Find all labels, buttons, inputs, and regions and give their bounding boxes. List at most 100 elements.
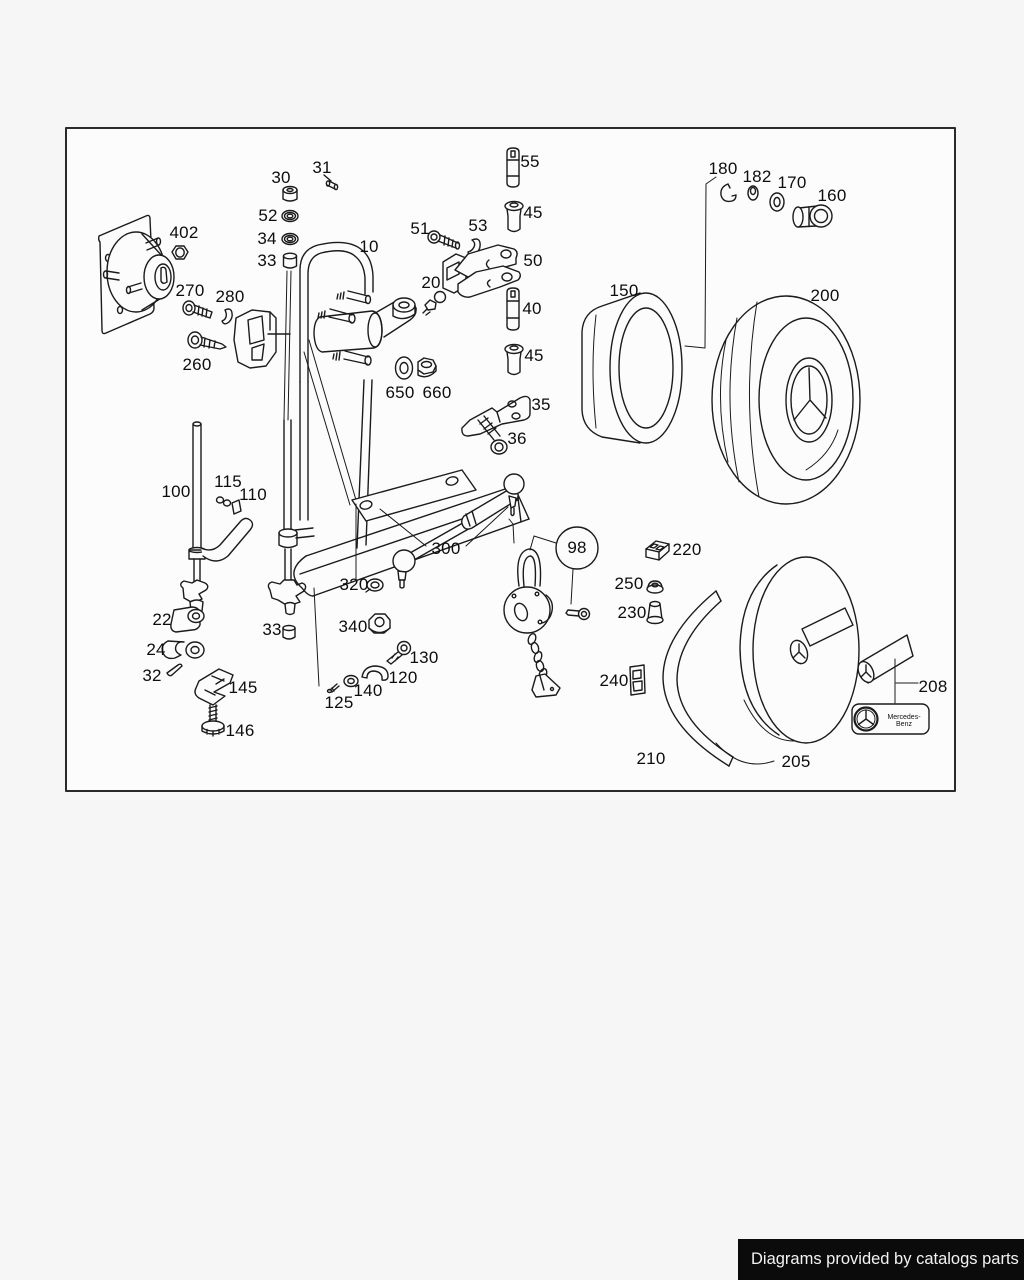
part-label-36: 36 bbox=[507, 429, 527, 448]
part-label-660: 660 bbox=[422, 383, 452, 402]
mercedes-badge bbox=[851, 703, 930, 735]
part-label-402: 402 bbox=[169, 223, 199, 242]
nut-402 bbox=[171, 245, 189, 260]
washer-650 bbox=[394, 356, 414, 380]
mercedes-badge-label: Mercedes-Benz bbox=[887, 714, 921, 728]
part-label-33a: 33 bbox=[257, 251, 277, 270]
grommet-182 bbox=[747, 185, 759, 201]
part-label-300: 300 bbox=[431, 539, 461, 558]
bolt-36 bbox=[477, 415, 508, 455]
part-label-145: 145 bbox=[228, 678, 258, 697]
part-label-240: 240 bbox=[599, 671, 629, 690]
part-label-30: 30 bbox=[271, 168, 291, 187]
thumbscrew-146 bbox=[201, 704, 225, 737]
dome-nut-250 bbox=[646, 580, 664, 594]
bolt-51 bbox=[427, 230, 461, 250]
part-label-182: 182 bbox=[742, 167, 772, 186]
front-ring-210 bbox=[662, 590, 775, 767]
bushing-45-lower bbox=[504, 343, 524, 376]
part-label-270: 270 bbox=[175, 281, 205, 300]
wheel-hub-400 bbox=[97, 214, 175, 335]
pin-31 bbox=[323, 174, 339, 191]
part-label-250: 250 bbox=[614, 574, 644, 593]
lug-bolt-160 bbox=[792, 204, 833, 228]
small-parts-115-110 bbox=[215, 496, 242, 515]
nut-660 bbox=[417, 357, 437, 378]
part-label-32: 32 bbox=[142, 666, 162, 685]
clip-120 bbox=[361, 665, 389, 681]
part-label-170: 170 bbox=[777, 173, 807, 192]
nut-340 bbox=[368, 613, 391, 634]
part-label-22: 22 bbox=[152, 610, 172, 629]
watermark-bar: Diagrams provided by catalogs parts bbox=[738, 1239, 1024, 1280]
support-rod-100 bbox=[180, 421, 254, 614]
sticker-strip-208 bbox=[857, 634, 919, 704]
part-label-98: 98 bbox=[567, 538, 587, 557]
part-label-110: 110 bbox=[239, 485, 267, 504]
bracket-35 bbox=[461, 395, 531, 437]
bushing-stack-30-52-34-33 bbox=[281, 185, 299, 421]
part-label-50: 50 bbox=[523, 251, 543, 270]
part-label-24: 24 bbox=[146, 640, 166, 659]
washer-320 bbox=[365, 578, 384, 593]
part-label-340: 340 bbox=[338, 617, 368, 636]
part-label-45b: 45 bbox=[524, 346, 544, 365]
part-label-150: 150 bbox=[609, 281, 639, 300]
bushing-45-upper bbox=[504, 200, 524, 233]
bolt-20 bbox=[422, 290, 447, 316]
screw-125 bbox=[326, 683, 340, 694]
part-label-115: 115 bbox=[214, 472, 242, 491]
part-label-160: 160 bbox=[817, 186, 847, 205]
watermark-text: Diagrams provided by catalogs parts bbox=[751, 1250, 1019, 1268]
part-label-320: 320 bbox=[339, 575, 369, 594]
grommet-140 bbox=[343, 674, 359, 688]
bracket-holder-260 bbox=[233, 309, 291, 369]
part-label-10: 10 bbox=[359, 237, 379, 256]
part-label-33b: 33 bbox=[262, 620, 282, 639]
circlip-180 bbox=[720, 183, 737, 203]
pin-32 bbox=[166, 663, 183, 677]
bolt-130 bbox=[386, 640, 412, 665]
screw-260 bbox=[187, 331, 227, 350]
part-label-650: 650 bbox=[385, 383, 415, 402]
wheel-cover-200 bbox=[711, 295, 861, 505]
part-label-120: 120 bbox=[388, 668, 418, 687]
part-label-130: 130 bbox=[409, 648, 439, 667]
clamp-22 bbox=[170, 606, 205, 633]
sleeve-33-lower bbox=[282, 624, 296, 640]
ring-150 bbox=[581, 176, 717, 444]
part-label-34: 34 bbox=[257, 229, 277, 248]
part-label-210: 210 bbox=[636, 749, 666, 768]
pin-55 bbox=[506, 147, 520, 188]
soft-cover-205 bbox=[739, 556, 860, 744]
clevis-50 bbox=[442, 244, 521, 298]
part-label-180: 180 bbox=[708, 159, 738, 178]
part-label-230: 230 bbox=[617, 603, 647, 622]
clip-280 bbox=[221, 308, 233, 325]
bolt-270 bbox=[182, 300, 213, 319]
part-label-35: 35 bbox=[531, 395, 551, 414]
part-label-280: 280 bbox=[215, 287, 245, 306]
cone-bushing-230 bbox=[646, 600, 664, 625]
gas-strut-300 bbox=[379, 473, 525, 589]
part-label-31: 31 bbox=[312, 158, 332, 177]
mercedes-star-icon bbox=[857, 709, 875, 726]
carrier-frame-10 bbox=[267, 241, 374, 616]
part-label-205: 205 bbox=[781, 752, 811, 771]
part-label-100: 100 bbox=[161, 482, 191, 501]
washer-170 bbox=[769, 192, 785, 212]
part-label-208: 208 bbox=[918, 677, 948, 696]
winch-assembly bbox=[313, 290, 417, 366]
part-label-260: 260 bbox=[182, 355, 212, 374]
part-label-40: 40 bbox=[522, 299, 542, 318]
clamp-24 bbox=[161, 640, 205, 660]
part-label-146: 146 bbox=[225, 721, 255, 740]
part-label-200: 200 bbox=[810, 286, 840, 305]
part-label-20: 20 bbox=[421, 273, 441, 292]
clamp-145 bbox=[194, 668, 234, 706]
plate-240 bbox=[629, 664, 646, 696]
pin-40 bbox=[506, 287, 520, 331]
part-label-125: 125 bbox=[324, 693, 354, 712]
